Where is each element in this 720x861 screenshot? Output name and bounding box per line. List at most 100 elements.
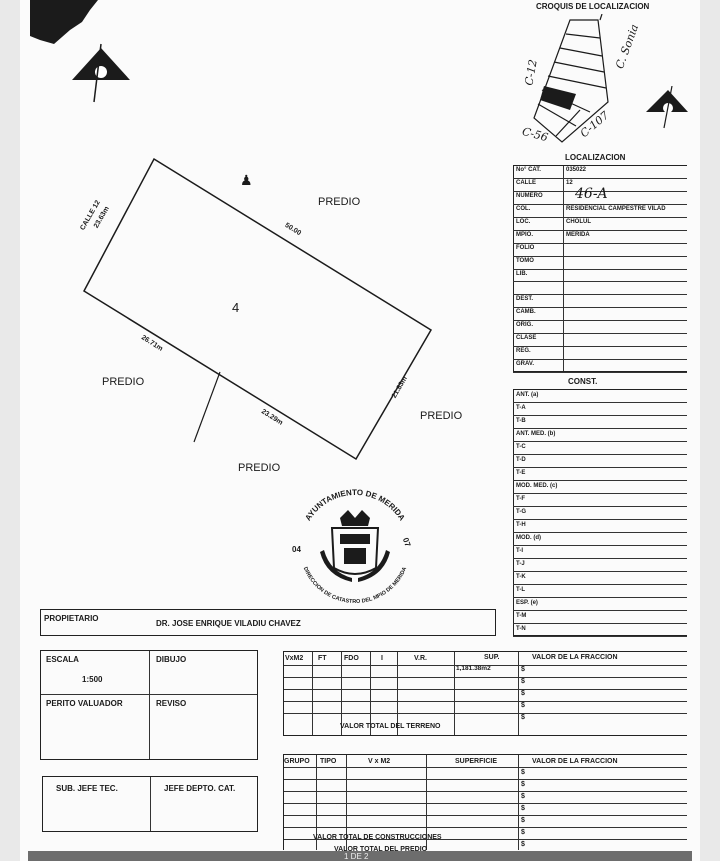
const-row-label: T-E [516, 470, 526, 476]
svg-text:AYUNTAMIENTO DE MERIDA: AYUNTAMIENTO DE MERIDA [303, 488, 406, 522]
terreno-header: FT [318, 655, 327, 662]
localizacion-value: 46-A [575, 185, 608, 202]
localizacion-value: 12 [566, 179, 573, 186]
table-row-divider [513, 623, 687, 624]
construcciones-table [283, 754, 687, 850]
table-row-divider [513, 545, 687, 546]
localizacion-label: REG. [516, 348, 531, 355]
croquis-sketch [533, 14, 609, 143]
const-row-label: T-N [516, 626, 526, 632]
table-row-divider [513, 506, 687, 507]
table-row-divider [513, 584, 687, 585]
page-indicator: 1 DE 2 [344, 852, 369, 861]
dollar-sign: $ [521, 841, 525, 848]
localizacion-value: 035022 [566, 167, 587, 173]
escala-value: 1:500 [82, 675, 103, 684]
neighbor-label: PREDIO [318, 196, 361, 208]
terreno-header: FDO [344, 655, 359, 662]
municipal-seal: AYUNTAMIENTO DE MERIDA DIRECCION DE CATA… [292, 488, 413, 605]
localizacion-label: COL. [516, 205, 531, 212]
table-row-divider [513, 372, 687, 373]
terreno-header: I [381, 655, 383, 662]
neighbor-label: PREDIO [420, 410, 463, 422]
terreno-total-label: VALOR TOTAL DEL TERRENO [340, 723, 441, 730]
table-row-divider [513, 242, 687, 244]
localizacion-label: ORIG. [516, 322, 534, 329]
const-row-label: T-I [516, 548, 523, 554]
escala-label: ESCALA [46, 655, 79, 664]
dollar-sign: $ [521, 666, 525, 673]
const-row-label: ESP. (e) [516, 600, 538, 606]
table-row-divider [513, 255, 687, 257]
dollar-sign: $ [521, 817, 525, 824]
const-row-label: T-K [516, 574, 526, 580]
table-row-divider [513, 441, 687, 442]
table-row-divider [513, 402, 687, 403]
page-bar: 1 DE 2 [28, 851, 692, 861]
neighbor-label: PREDIO [102, 376, 145, 388]
table-row-divider [513, 177, 687, 179]
predio-total-label: VALOR TOTAL DEL PREDIO [334, 846, 428, 853]
seal-right-number: 07 [401, 537, 413, 549]
table-row-divider [513, 493, 687, 494]
jefe-depto-label: JEFE DEPTO. CAT. [164, 784, 236, 793]
lot-plan [83, 157, 433, 461]
localizacion-label: GRAV. [516, 361, 535, 368]
const-row-label: T-L [516, 587, 525, 593]
neighbor-label: PREDIO [238, 462, 281, 474]
croquis-title: CROQUIS DE LOCALIZACION [536, 2, 650, 11]
const-row-label: ANT. (a) [516, 392, 539, 398]
dollar-sign: $ [521, 714, 525, 721]
propietario-value: DR. JOSE ENRIQUE VILADIU CHAVEZ [156, 619, 301, 628]
localizacion-value: MERIDA [566, 231, 590, 238]
const-row-label: T-F [516, 496, 525, 502]
dollar-sign: $ [521, 769, 525, 776]
escala-box [40, 650, 258, 760]
const-row-label: T-B [516, 418, 526, 424]
table-row-divider [513, 610, 687, 611]
table-row-divider [513, 597, 687, 598]
corner-smudge [30, 0, 98, 44]
north-arrow-icon [646, 86, 688, 129]
dibujo-label: DIBUJO [156, 655, 187, 664]
table-row-divider [513, 415, 687, 416]
table-row-divider [513, 519, 687, 520]
person-icon: ♟ [240, 172, 253, 188]
dollar-sign: $ [521, 781, 525, 788]
const-title: CONST. [568, 377, 598, 386]
localizacion-label: MPIO. [516, 231, 534, 238]
firmas-box [42, 776, 258, 832]
const-row-label: T-M [516, 613, 527, 619]
terreno-table [283, 651, 687, 736]
dollar-sign: $ [521, 793, 525, 800]
localizacion-label: TOMO [516, 257, 534, 264]
const-row-label: T-J [516, 561, 525, 567]
table-row-divider [513, 203, 687, 205]
localizacion-label: LIB. [516, 270, 528, 277]
construcciones-total-label: VALOR TOTAL DE CONSTRUCCIONES [313, 834, 442, 841]
table-row-divider [513, 636, 687, 637]
svg-text:DIRECCION DE CATASTRO DEL MPIO: DIRECCION DE CATASTRO DEL MPIO DE MERIDA [302, 566, 408, 605]
table-row-divider [513, 268, 687, 270]
const-row-label: MOD. MED. (c) [516, 483, 558, 489]
table-row-divider [513, 454, 687, 455]
seal-left-number: 04 [292, 545, 301, 554]
table-row-divider [513, 216, 687, 218]
localizacion-value: RESIDENCIAL CAMPESTRE VILAD [566, 205, 666, 212]
terreno-header: SUP. [484, 654, 500, 661]
localizacion-value: CHOLUL [566, 218, 591, 225]
seal-top-text: AYUNTAMIENTO DE MERIDA [303, 488, 406, 522]
table-row-divider [513, 333, 687, 335]
const-table [513, 389, 687, 636]
terreno-header: V.R. [414, 655, 427, 662]
north-arrow-icon [72, 43, 130, 103]
construcciones-header: SUPERFICIE [455, 758, 498, 765]
propietario-label: PROPIETARIO [44, 614, 99, 623]
table-row-divider [513, 294, 687, 296]
table-row-divider [513, 307, 687, 309]
localizacion-label: DEST. [516, 296, 534, 303]
terreno-header: VALOR DE LA FRACCION [532, 654, 618, 661]
terreno-superficie: 1,181.38m2 [456, 665, 491, 672]
construcciones-header: GRUPO [284, 758, 310, 765]
const-row-label: T-D [516, 457, 526, 463]
